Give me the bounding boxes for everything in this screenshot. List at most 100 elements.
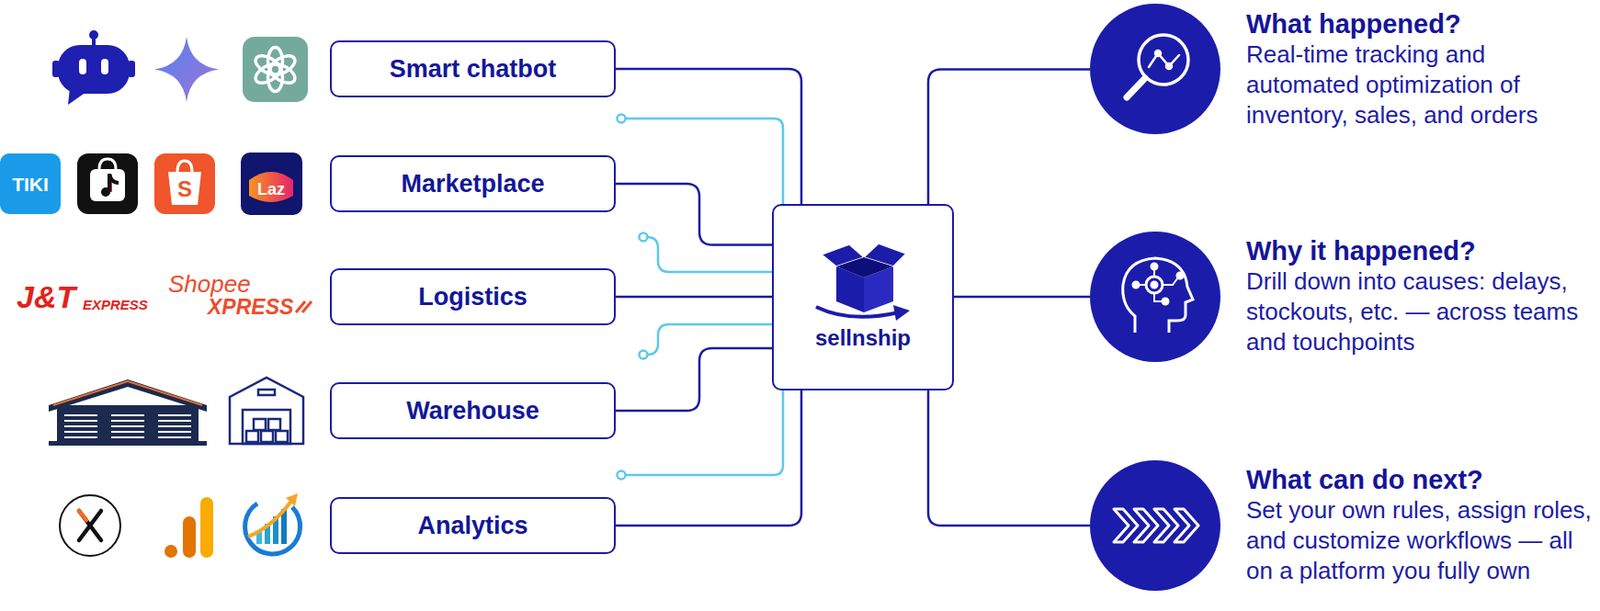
knot-loop — [252, 60, 284, 88]
hub-box-icon — [816, 243, 910, 321]
robot-ear — [52, 60, 60, 78]
bag-body — [90, 169, 125, 202]
robot-antenna — [91, 36, 96, 46]
decor-wire — [624, 118, 783, 205]
lazada-heart — [249, 171, 294, 203]
warehouse-wall — [56, 405, 199, 443]
speed-dashes — [295, 301, 312, 313]
note-flag — [111, 173, 119, 185]
robot-ear — [127, 60, 136, 78]
door-slats — [111, 415, 145, 438]
wire-terminal — [617, 114, 626, 124]
bag-body — [168, 171, 202, 205]
head-profile — [1123, 258, 1193, 333]
decor-wire — [646, 237, 772, 273]
lens — [1138, 34, 1189, 85]
speed-dash — [295, 301, 306, 313]
knot-loop — [268, 64, 284, 92]
wire-terminal — [639, 233, 648, 242]
connector-layer — [615, 68, 1090, 526]
ga-bar — [182, 516, 196, 558]
box-face — [836, 266, 864, 313]
warehouse-shell — [229, 377, 304, 444]
chatgpt-knot — [252, 47, 299, 92]
circuit — [1137, 268, 1179, 302]
box-flap — [863, 243, 907, 267]
head-gears-icon — [1123, 258, 1193, 333]
robot-antenna-tip — [89, 30, 99, 40]
gear-hub — [1151, 282, 1158, 288]
chevron — [1174, 509, 1199, 543]
insight-circle — [1089, 231, 1221, 363]
trend-dot — [1167, 64, 1172, 69]
insight-node: Why it happened?Drill down into causes: … — [1089, 231, 1600, 363]
logo-text: TIKI — [11, 174, 49, 194]
insight-heading: What can do next? — [1246, 465, 1600, 496]
logo-text: J&T — [16, 281, 76, 313]
crate — [253, 419, 266, 431]
connector-line — [615, 348, 772, 411]
chart-bar — [272, 516, 279, 545]
circuit-node — [1162, 298, 1169, 305]
warehouse-roof — [48, 379, 207, 412]
lazada-logo — [240, 152, 303, 216]
logo-text: Laz — [257, 181, 285, 198]
bag-handle — [177, 160, 193, 172]
text-block: Why it happened?Drill down into causes: … — [1246, 236, 1600, 358]
box-face — [863, 266, 894, 313]
knot-loop — [268, 47, 284, 76]
wire-terminal — [639, 351, 648, 360]
source-box: Marketplace — [329, 155, 616, 213]
box-label: Warehouse — [406, 397, 540, 426]
warehouse-icon — [48, 379, 207, 446]
insight-node: What can do next?Set your own rules, ass… — [1089, 460, 1600, 591]
text-block: What can do next?Set your own rules, ass… — [1246, 465, 1600, 587]
ship-swoosh — [816, 306, 899, 318]
garage-doors — [64, 415, 192, 438]
chart-arrowhead — [285, 493, 298, 507]
x-accent — [79, 510, 87, 521]
tiktok-shop-logo — [77, 153, 138, 215]
chatgpt-tile — [242, 36, 308, 103]
speed-dash — [302, 301, 312, 313]
box-label: Smart chatbot — [389, 55, 557, 84]
connector-line — [615, 390, 802, 526]
source-box: Smart chatbot — [329, 40, 616, 98]
chart-ring — [245, 503, 301, 555]
decor-wire — [624, 390, 783, 476]
insight-circle — [1089, 460, 1221, 591]
bag-handle — [99, 158, 116, 170]
shopee-logo — [154, 153, 216, 215]
source-box: Analytics — [329, 497, 616, 555]
ship-arrowhead — [893, 305, 910, 321]
handle — [1126, 78, 1146, 98]
trend-line — [1148, 53, 1180, 68]
robot-head — [57, 45, 130, 94]
gemini-star — [154, 36, 219, 103]
roof-trim — [53, 381, 203, 406]
connector-line — [928, 390, 1090, 526]
x-logo — [59, 495, 121, 557]
warehouse-ground — [48, 441, 207, 446]
tiktok-tile — [77, 153, 138, 215]
chart-bar — [264, 523, 271, 545]
chevrons-icon — [1113, 509, 1199, 543]
door-slats — [64, 415, 98, 438]
crate — [268, 419, 281, 431]
box-label: Logistics — [418, 283, 528, 312]
note-stem — [107, 173, 112, 192]
insight-node: What happened?Real-time tracking and aut… — [1089, 3, 1600, 136]
robot-eye — [101, 58, 109, 75]
box-label: Analytics — [417, 511, 528, 541]
shopee-tile — [154, 153, 216, 215]
x-ring — [59, 495, 121, 557]
insight-heading: What happened? — [1246, 9, 1600, 40]
chatgpt-logo — [242, 36, 308, 103]
door-slats — [158, 415, 192, 438]
connector-line — [615, 295, 772, 299]
crate — [260, 431, 273, 443]
connector-line — [928, 69, 1090, 205]
circuit-node — [1133, 282, 1139, 288]
